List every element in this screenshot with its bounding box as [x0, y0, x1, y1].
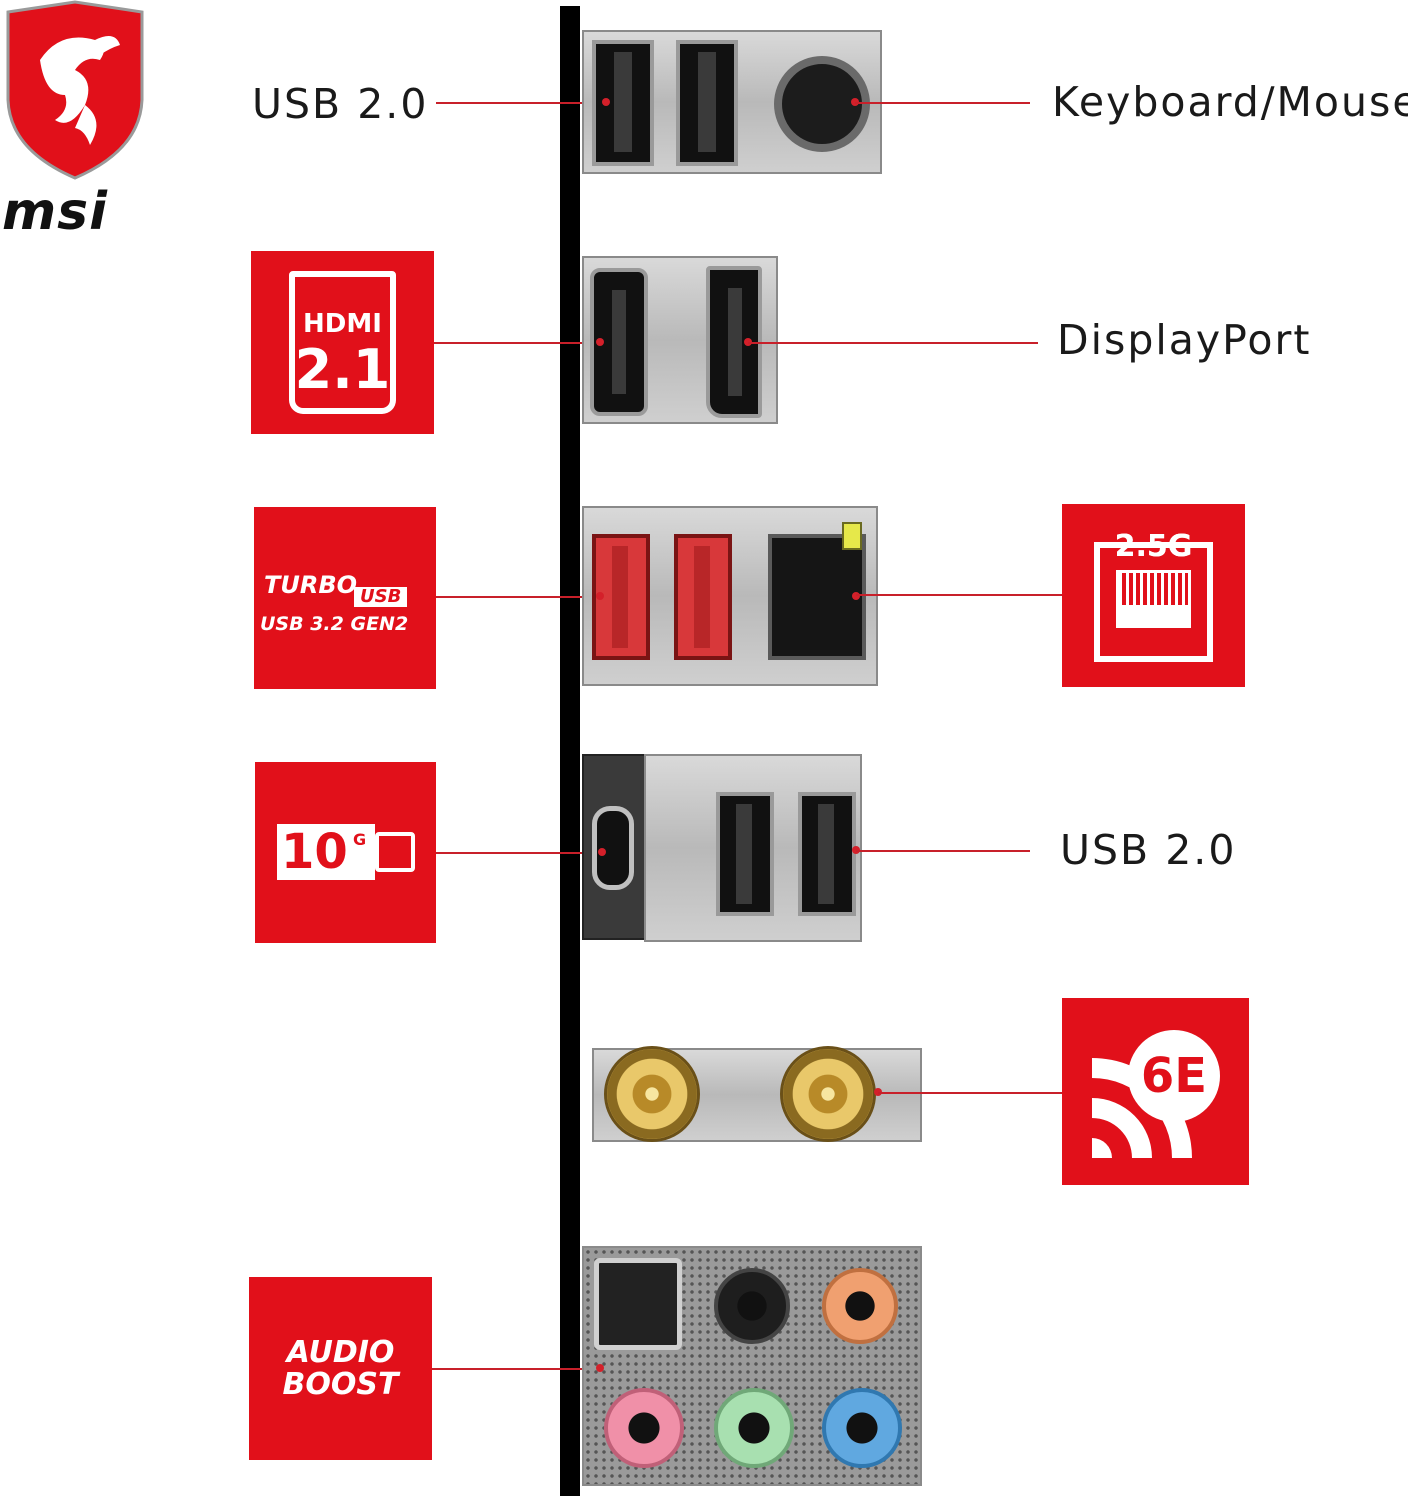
- wifi-icon: [1092, 1030, 1220, 1158]
- hdmi-version-text: 2.1: [294, 338, 391, 401]
- leader-wifi: [878, 1092, 1062, 1094]
- turbo-text: TURBO: [264, 571, 358, 599]
- leader-dot: [602, 98, 610, 106]
- io-panel-usb3-lan: [582, 506, 878, 686]
- io-panel-audio: [582, 1246, 922, 1486]
- leader-displayport: [748, 342, 1038, 344]
- dragon-shield-icon: [6, 0, 144, 180]
- wifi-6e-badge: 6E: [1062, 998, 1249, 1185]
- turbo-usb-text: USB: [354, 587, 408, 607]
- antenna-connector[interactable]: [780, 1046, 876, 1142]
- leader-keyboard-mouse: [855, 102, 1030, 104]
- leader-usb-c: [436, 852, 600, 854]
- leader-audio: [432, 1368, 598, 1370]
- label-displayport: DisplayPort: [1057, 316, 1312, 364]
- usb-2-port[interactable]: [798, 792, 856, 916]
- io-panel-usbc: [582, 754, 646, 940]
- leader-usb-bottom: [856, 850, 1030, 852]
- lan-port[interactable]: [768, 534, 866, 660]
- boost-text: BOOST: [282, 1366, 399, 1402]
- audio-text: AUDIO: [286, 1334, 395, 1370]
- usb-c-10g-badge: 10 G: [255, 762, 436, 943]
- usb-c-speed-unit: G: [353, 830, 367, 849]
- leader-dot: [596, 338, 604, 346]
- usb-2-port[interactable]: [716, 792, 774, 916]
- audio-jack-blue[interactable]: [822, 1388, 902, 1468]
- usb-gen-text: USB 3.2 GEN2: [260, 613, 409, 635]
- leader-dot: [596, 1364, 604, 1372]
- audio-boost-badge: AUDIO BOOST: [249, 1277, 432, 1460]
- usb-2-port[interactable]: [676, 40, 738, 166]
- leader-lan: [856, 594, 1062, 596]
- audio-jack-green[interactable]: [714, 1388, 794, 1468]
- leader-hdmi: [434, 342, 600, 344]
- hdmi-2-1-badge: HDMI 2.1: [251, 251, 434, 434]
- usb-3-2-gen2-port[interactable]: [592, 534, 650, 660]
- io-panel-usb2-bottom: [644, 754, 862, 942]
- io-panel-usb-ps2: [582, 30, 882, 174]
- usb-c-speed-text: 10: [281, 824, 348, 880]
- msi-logo: msi: [0, 0, 150, 240]
- audio-jack-orange[interactable]: [822, 1268, 898, 1344]
- usb-c-port[interactable]: [592, 806, 634, 890]
- lan-led: [842, 522, 862, 550]
- label-usb-top: USB 2.0: [252, 80, 429, 128]
- leader-usb-top: [436, 102, 606, 104]
- io-panel-wifi: [592, 1046, 922, 1142]
- usb-3-2-gen2-port[interactable]: [674, 534, 732, 660]
- audio-jack-pink[interactable]: [604, 1388, 684, 1468]
- label-keyboard-mouse: Keyboard/Mouse: [1052, 78, 1408, 126]
- antenna-connector[interactable]: [604, 1046, 700, 1142]
- wifi-6e-text: 6E: [1140, 1048, 1208, 1104]
- leader-dot: [852, 592, 860, 600]
- lan-2-5g-badge: 2.5G: [1062, 504, 1245, 687]
- divider-bar: [560, 6, 580, 1496]
- brand-name: msi: [2, 182, 108, 242]
- audio-jack-black[interactable]: [714, 1268, 790, 1344]
- usb-2-port[interactable]: [592, 40, 654, 166]
- leader-dot: [598, 848, 606, 856]
- optical-spdif-port[interactable]: [594, 1258, 682, 1350]
- turbo-usb-badge: TURBO USB USB 3.2 GEN2: [254, 507, 436, 689]
- hdmi-text: HDMI: [303, 309, 382, 339]
- label-usb-bottom: USB 2.0: [1060, 826, 1237, 874]
- leader-dot: [596, 592, 604, 600]
- lan-speed-text: 2.5G: [1114, 529, 1193, 564]
- leader-turbo-usb: [436, 596, 600, 598]
